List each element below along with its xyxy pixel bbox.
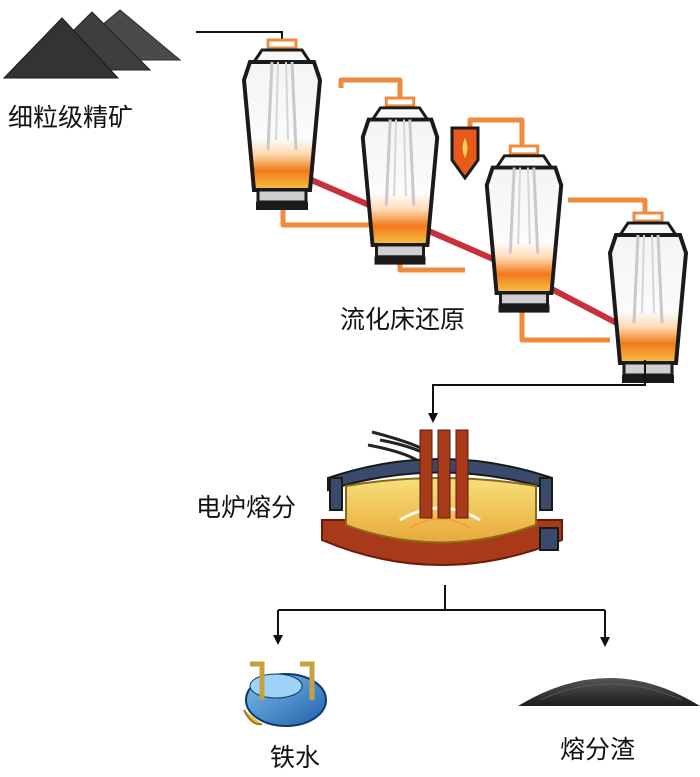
reactor-3 — [484, 144, 564, 315]
ore-label: 细粒级精矿 — [8, 103, 134, 132]
reactor-to-furnace-arrow — [428, 360, 646, 423]
hot-metal-label: 铁水 — [270, 743, 321, 772]
slag-pile-icon — [518, 678, 700, 706]
electric-furnace-label: 电炉熔分 — [196, 493, 297, 522]
solid-transfer-line — [297, 172, 633, 333]
slag-label: 熔分渣 — [560, 735, 636, 764]
fluidized-bed-label: 流化床还原 — [340, 305, 466, 334]
ore-pile-icon — [2, 9, 182, 79]
burner-icon — [450, 126, 480, 181]
reactor-2 — [360, 96, 440, 267]
reactor-4 — [608, 211, 688, 385]
ladle-icon — [243, 661, 327, 727]
reactor-1 — [242, 38, 322, 212]
electric-furnace-icon — [321, 429, 563, 566]
product-split-arrows — [273, 585, 610, 647]
